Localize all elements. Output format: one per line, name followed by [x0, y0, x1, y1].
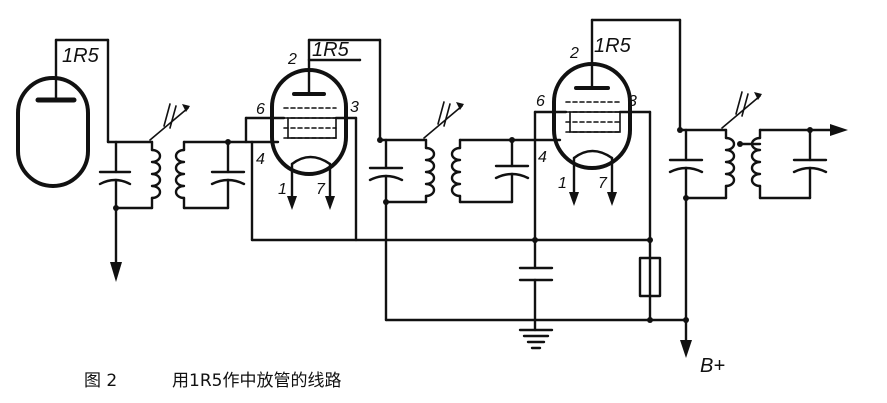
input-tuned-circuit — [98, 103, 246, 282]
if-tuned-circuit — [368, 101, 530, 322]
b-plus-label: B+ — [700, 355, 725, 377]
tube-3-pin1: 1 — [558, 175, 567, 192]
bypass-capacitor — [518, 237, 653, 350]
tube-1-diode — [16, 38, 110, 188]
ground-return-rail — [384, 317, 689, 323]
tube-2-pin6: 6 — [256, 101, 265, 118]
tube-2-pin7: 7 — [316, 181, 326, 198]
tube-3-amplifier — [509, 18, 682, 322]
tube-3-pin3: 3 — [628, 93, 637, 110]
tube-2-pin2: 2 — [287, 51, 297, 68]
figure-caption: 用1R5作中放管的线路 — [172, 371, 341, 391]
tube-2-pin1: 1 — [278, 181, 287, 198]
figure-number: 图 2 — [84, 371, 117, 391]
tube-2-pin4: 4 — [256, 151, 265, 168]
tube-2-converter — [226, 38, 537, 242]
tube-1-label: 1R5 — [62, 45, 100, 67]
tube-3-label: 1R5 — [594, 35, 632, 57]
tube-3-pin7: 7 — [598, 175, 608, 192]
load-resistor — [638, 256, 662, 298]
tube-3-pin6: 6 — [536, 93, 545, 110]
tube-2-label: 1R5 — [312, 39, 350, 61]
tube-3-pin4: 4 — [538, 149, 547, 166]
output-tuned-circuit — [668, 91, 848, 358]
tube-2-pin3: 3 — [350, 99, 359, 116]
tube-3-pin2: 2 — [569, 45, 579, 62]
